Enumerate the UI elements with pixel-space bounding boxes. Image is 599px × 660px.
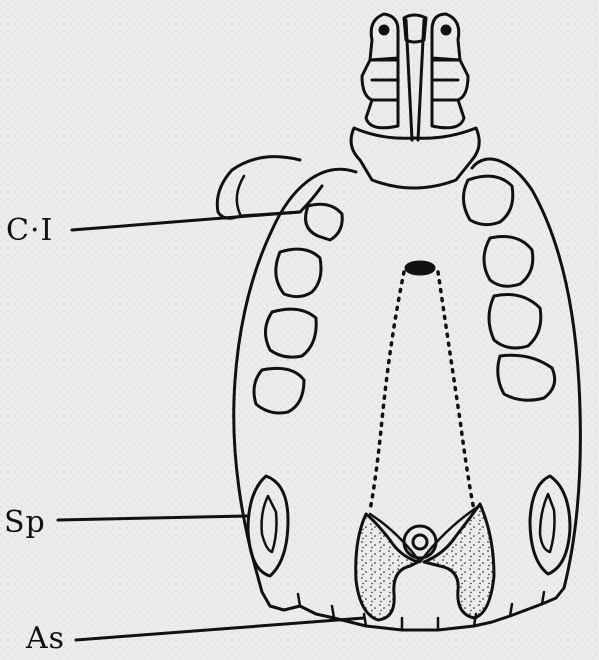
label-spiracle: Sp: [4, 508, 46, 538]
genital-pore: [406, 262, 434, 274]
label-anus: As: [26, 624, 65, 654]
label-coxa-one: C·I: [6, 216, 53, 246]
